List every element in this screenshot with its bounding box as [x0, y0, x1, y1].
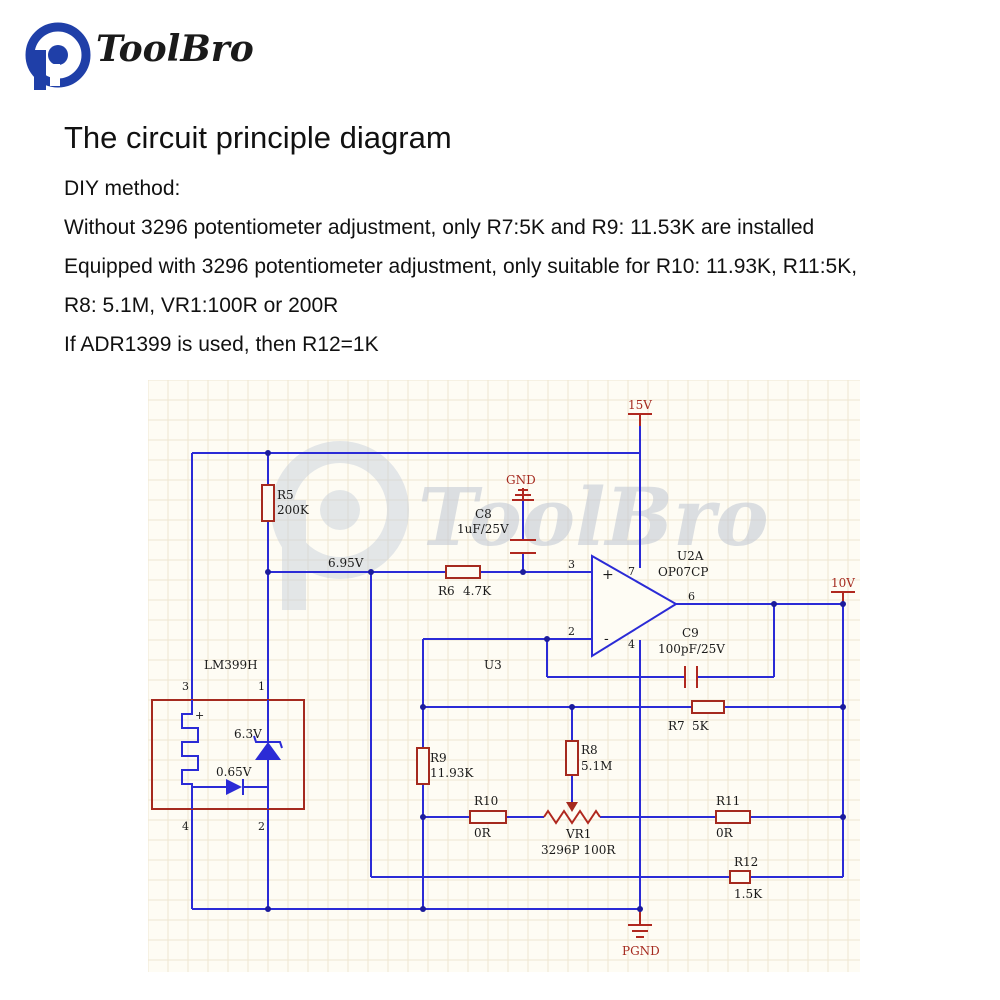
opamp-pin-6: 6 — [688, 590, 695, 603]
junction-dot — [265, 569, 271, 575]
r9-ref: R9 — [430, 751, 447, 765]
zener-diode-icon — [255, 742, 281, 760]
r5-ref: R5 — [277, 488, 294, 502]
junction-dot — [520, 569, 526, 575]
pgnd-label: PGND — [622, 944, 660, 958]
junction-dot — [840, 814, 846, 820]
lm-pin-1: 1 — [258, 680, 265, 693]
lm-pin-4: 4 — [182, 820, 189, 833]
resistor-r11 — [715, 810, 751, 824]
r11-value: 0R — [716, 826, 734, 840]
description-line: DIY method: — [64, 177, 181, 200]
junction-dot — [368, 569, 374, 575]
junction-dot — [771, 601, 777, 607]
r6-value: 4.7K — [463, 584, 492, 598]
heater-element — [181, 700, 199, 809]
r5-value: 200K — [277, 503, 310, 517]
c9-value: 100pF/25V — [658, 642, 725, 656]
diode-voltage-label: 0.65V — [216, 765, 252, 779]
c9-ref: C9 — [682, 626, 699, 640]
description-line: Equipped with 3296 potentiometer adjustm… — [64, 255, 858, 278]
zener-voltage-label: 6.3V — [234, 727, 262, 741]
watermark-text: ToolBro — [418, 470, 769, 564]
net-label-695v: 6.95V — [328, 556, 364, 570]
c8-value: 1uF/25V — [457, 522, 509, 536]
r7-ref: R7 — [668, 719, 685, 733]
description-block: DIY method: Without 3296 potentiometer a… — [64, 176, 984, 371]
power-15v-label: 15V — [628, 398, 652, 412]
brand-name: ToolBro — [96, 28, 254, 70]
wiper-arrow-icon — [566, 802, 578, 812]
potentiometer-vr1 — [543, 809, 601, 825]
junction-dot — [544, 636, 550, 642]
power-10v-label: 10V — [831, 576, 855, 590]
heater-plus-sign: + — [195, 709, 204, 722]
toolbro-logo-icon — [25, 22, 91, 90]
pgnd-symbol — [628, 924, 652, 938]
circuit-schematic: ToolBro — [148, 380, 860, 972]
u2a-ref: U2A — [677, 549, 704, 563]
junction-dot — [420, 704, 426, 710]
r10-ref: R10 — [474, 794, 498, 808]
junction-dot — [265, 906, 271, 912]
opamp-pin-3: 3 — [568, 558, 575, 571]
resistor-r12 — [729, 870, 751, 884]
lm399-body — [151, 699, 305, 810]
description-line: R8: 5.1M, VR1:100R or 200R — [64, 294, 339, 317]
opamp-u2a — [591, 554, 678, 658]
r12-value: 1.5K — [734, 887, 763, 901]
r7-value: 5K — [692, 719, 710, 733]
diode-icon — [226, 779, 242, 795]
junction-dot — [420, 906, 426, 912]
resistor-r7 — [691, 700, 725, 714]
r12-ref: R12 — [734, 855, 758, 869]
opamp-minus-sign: - — [604, 631, 609, 647]
lm-pin-2: 2 — [258, 820, 265, 833]
junction-dot — [265, 450, 271, 456]
vr1-ref: VR1 — [565, 827, 591, 841]
page-title: The circuit principle diagram — [64, 120, 452, 155]
junction-dot — [840, 601, 846, 607]
junction-dot — [840, 704, 846, 710]
resistor-r8 — [565, 740, 579, 776]
lm-pin-3: 3 — [182, 680, 189, 693]
resistor-r6 — [445, 565, 481, 579]
vr1-value: 3296P 100R — [541, 843, 616, 857]
r8-ref: R8 — [581, 743, 598, 757]
resistor-r9 — [416, 747, 430, 785]
resistor-r10 — [469, 810, 507, 824]
resistor-r5 — [261, 484, 275, 522]
junction-dot — [569, 704, 575, 710]
gnd-label: GND — [506, 473, 536, 487]
r6-ref: R6 — [438, 584, 455, 598]
r11-ref: R11 — [716, 794, 740, 808]
junction-dot — [420, 814, 426, 820]
u3-ref: U3 — [484, 658, 502, 672]
r10-value: 0R — [474, 826, 492, 840]
opamp-pin-4: 4 — [628, 638, 635, 651]
opamp-plus-sign: + — [602, 567, 614, 583]
lm399-ref: LM399H — [204, 658, 258, 672]
description-line: If ADR1399 is used, then R12=1K — [64, 333, 379, 356]
u2a-value: OP07CP — [658, 565, 708, 579]
r9-value: 11.93K — [430, 766, 474, 780]
opamp-pin-7: 7 — [628, 565, 635, 578]
c8-ref: C8 — [475, 507, 492, 521]
description-line: Without 3296 potentiometer adjustment, o… — [64, 216, 815, 239]
gnd-symbol — [512, 488, 534, 501]
junction-dot — [637, 906, 643, 912]
opamp-pin-2: 2 — [568, 625, 575, 638]
r8-value: 5.1M — [581, 759, 612, 773]
